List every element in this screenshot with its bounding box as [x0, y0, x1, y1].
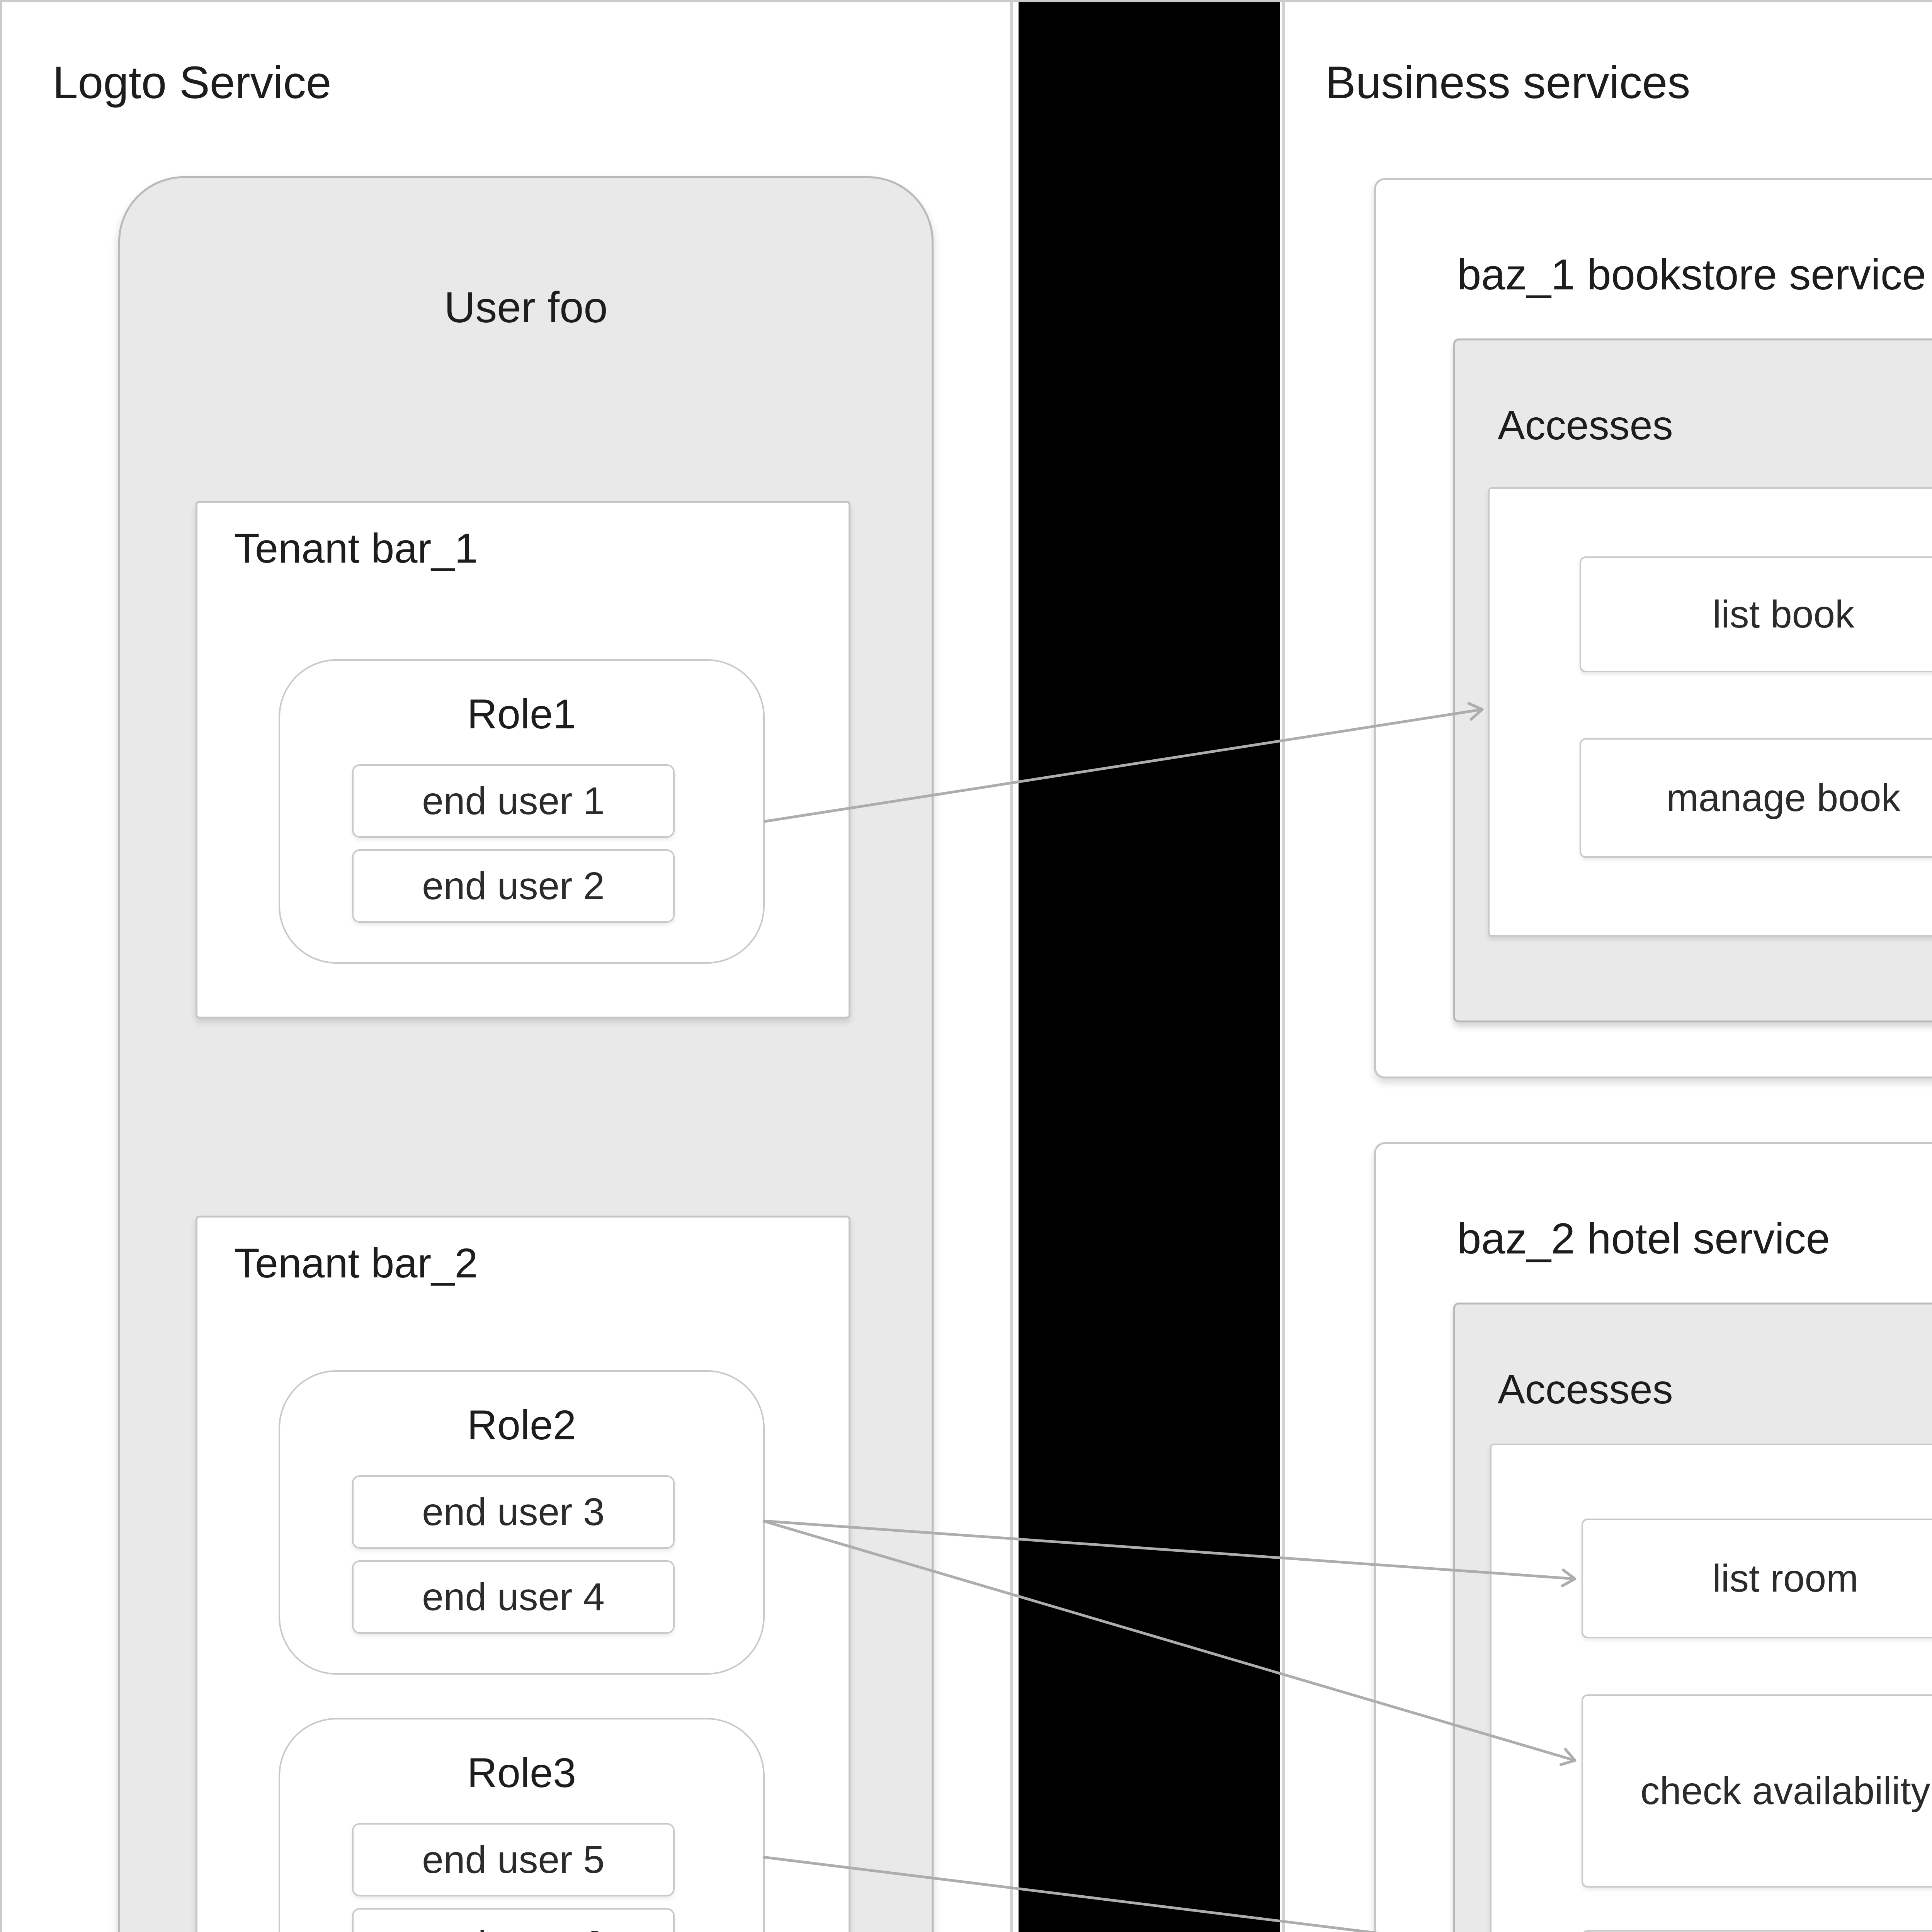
role2-box: Role2 end user 3 end user 4	[279, 1370, 765, 1675]
black-divider-bar	[1019, 2, 1280, 1932]
role1-box: Role1 end user 1 end user 2	[279, 659, 765, 964]
baz1-service-title: baz_1 bookstore service	[1457, 250, 1927, 299]
logto-service-title: Logto Service	[53, 57, 332, 108]
baz1-accesses-box: Accesses list book manage book	[1453, 338, 1932, 1022]
role3-box: Role3 end user 5 end user 6	[279, 1718, 765, 1932]
role1-label: Role1	[467, 690, 577, 737]
baz1-bookstore-service-box: baz_1 bookstore service Accesses list bo…	[1374, 178, 1932, 1078]
tenant-bar-1-box: Tenant bar_1 Role1 end user 1 end user 2	[196, 501, 850, 1019]
manage-reservation-action: manage reservation	[1582, 1930, 1932, 1932]
list-room-action: list room	[1582, 1519, 1932, 1638]
baz2-accesses-label: Accesses	[1498, 1367, 1673, 1412]
baz2-accesses-box: Accesses list room check availability ma…	[1453, 1303, 1932, 1932]
tenant-bar-2-label: Tenant bar_2	[234, 1240, 478, 1286]
manage-book-action: manage book	[1580, 738, 1932, 858]
right-panel-edge	[1282, 2, 1285, 1932]
business-services-title: Business services	[1325, 57, 1690, 108]
tenant-bar-2-box: Tenant bar_2 Role2 end user 3 end user 4…	[196, 1216, 850, 1932]
end-user-4-chip: end user 4	[352, 1560, 675, 1634]
baz2-service-title: baz_2 hotel service	[1457, 1214, 1830, 1263]
baz2-accesses-inner-box: list room check availability manage rese…	[1490, 1444, 1932, 1932]
baz2-hotel-service-box: baz_2 hotel service Accesses list room c…	[1374, 1142, 1932, 1932]
end-user-2-chip: end user 2	[352, 849, 675, 923]
user-foo-box: User foo Tenant bar_1 Role1 end user 1 e…	[118, 176, 934, 1932]
end-user-3-chip: end user 3	[352, 1475, 675, 1549]
end-user-1-chip: end user 1	[352, 764, 675, 838]
left-panel-edge	[1010, 2, 1013, 1932]
role3-label: Role3	[467, 1749, 577, 1796]
end-user-5-chip: end user 5	[352, 1823, 675, 1896]
user-foo-label: User foo	[444, 283, 608, 332]
list-book-action: list book	[1580, 556, 1932, 672]
tenant-bar-1-label: Tenant bar_1	[234, 525, 478, 571]
baz1-accesses-label: Accesses	[1498, 403, 1673, 448]
role2-label: Role2	[467, 1401, 577, 1448]
check-availability-action: check availability	[1582, 1694, 1932, 1888]
end-user-6-chip: end user 6	[352, 1908, 675, 1932]
baz1-accesses-inner-box: list book manage book	[1488, 487, 1932, 937]
